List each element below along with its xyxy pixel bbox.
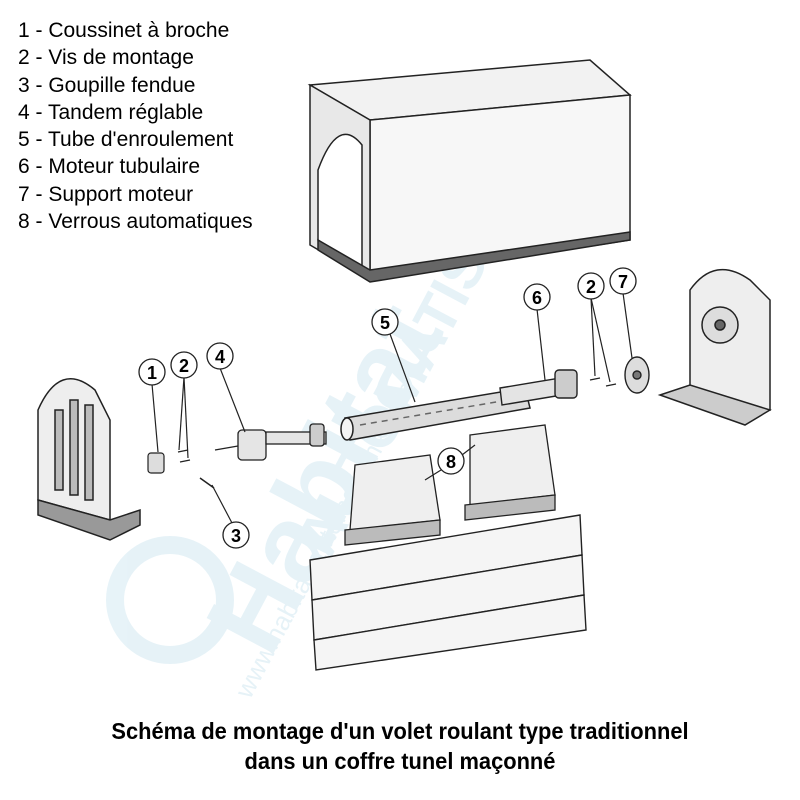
- masonry-tunnel-box: [307, 59, 632, 283]
- legend-item: 4 - Tandem réglable: [18, 100, 204, 124]
- svg-text:2: 2: [179, 356, 189, 376]
- legend-item: 7 - Support moteur: [18, 182, 194, 206]
- callout-3: 3: [222, 521, 250, 549]
- svg-text:2: 2: [586, 277, 596, 297]
- svg-text:3: 3: [231, 526, 241, 546]
- diagram-caption: Schéma de montage d'un volet roulant typ…: [28, 716, 772, 776]
- pin-bearing: [147, 452, 165, 474]
- automatic-locks: [344, 424, 556, 546]
- callout-8: 8: [437, 447, 465, 475]
- svg-text:5: 5: [380, 313, 390, 333]
- tubular-motor: [499, 369, 578, 406]
- svg-text:4: 4: [215, 347, 225, 367]
- legend-item: 2 - Vis de montage: [18, 46, 194, 70]
- adjustable-tandem: [214, 423, 327, 461]
- mounting-screws-left: [177, 449, 191, 463]
- legend-item: 8 - Verrous automatiques: [18, 210, 253, 234]
- caption-line-2: dans un coffre tunel maçonné: [244, 748, 556, 774]
- callout-2-right: 2: [577, 272, 605, 300]
- legend-item: 1 - Coussinet à broche: [18, 19, 230, 42]
- legend-item: 6 - Moteur tubulaire: [18, 155, 201, 179]
- split-pin: [199, 477, 215, 489]
- callout-4: 4: [206, 342, 234, 370]
- parts-legend: 1 - Coussinet à broche 2 - Vis de montag…: [18, 17, 253, 235]
- svg-text:1: 1: [147, 363, 157, 383]
- callout-2-left: 2: [170, 351, 198, 379]
- winding-tube: [340, 387, 531, 441]
- mounting-screws-right: [589, 377, 617, 387]
- svg-text:6: 6: [532, 288, 542, 308]
- callout-5: 5: [371, 308, 399, 336]
- right-end-bracket: [657, 268, 772, 426]
- legend-item: 3 - Goupille fendue: [18, 73, 196, 97]
- motor-support: [624, 356, 650, 394]
- callout-1: 1: [138, 358, 166, 386]
- left-end-bracket: [37, 378, 141, 541]
- callout-leaders: [151, 292, 633, 524]
- callout-6: 6: [523, 283, 551, 311]
- svg-text:8: 8: [446, 452, 456, 472]
- shutter-slats: [309, 514, 587, 671]
- svg-text:7: 7: [618, 272, 628, 292]
- legend-item: 5 - Tube d'enroulement: [18, 128, 234, 152]
- caption-line-1: Schéma de montage d'un volet roulant typ…: [111, 718, 689, 744]
- callout-7: 7: [609, 267, 637, 295]
